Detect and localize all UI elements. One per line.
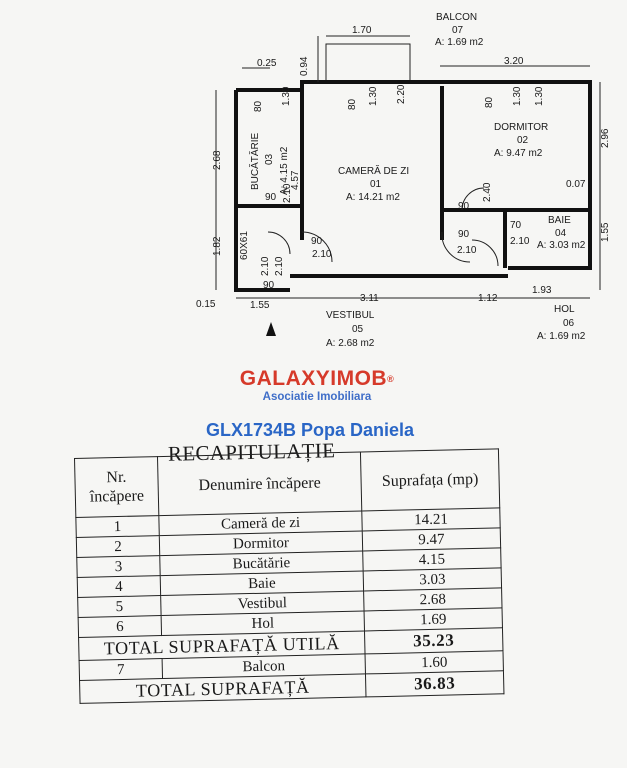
svg-text:2.68: 2.68 <box>212 150 223 170</box>
svg-text:VESTIBUL: VESTIBUL <box>326 310 375 321</box>
room-bucatarie: BUCĂTĂRIE 03 A: 4.15 m2 <box>248 132 290 195</box>
dimension-lines <box>215 35 601 299</box>
svg-text:1.93: 1.93 <box>532 285 552 296</box>
svg-text:CAMERĂ DE ZI: CAMERĂ DE ZI <box>338 164 409 177</box>
room-hol: HOL 06 A: 1.69 m2 <box>537 304 586 342</box>
table-header-row: Nr. încăpere Denumire încăpere Suprafața… <box>74 448 500 518</box>
svg-text:2.10: 2.10 <box>282 183 293 203</box>
svg-text:A: 14.21 m2: A: 14.21 m2 <box>346 192 400 203</box>
svg-text:A: 9.47 m2: A: 9.47 m2 <box>494 148 543 159</box>
svg-text:07: 07 <box>452 25 464 36</box>
svg-text:0.15: 0.15 <box>196 299 216 310</box>
svg-text:2.10: 2.10 <box>312 249 332 260</box>
svg-text:A: 3.03 m2: A: 3.03 m2 <box>537 240 586 251</box>
svg-text:0.25: 0.25 <box>257 58 277 69</box>
svg-text:4.57: 4.57 <box>290 170 301 190</box>
svg-text:DORMITOR: DORMITOR <box>494 122 548 133</box>
svg-text:3.11: 3.11 <box>360 293 379 304</box>
header-nr: Nr. încăpere <box>74 456 159 518</box>
svg-text:05: 05 <box>352 324 364 335</box>
svg-text:90: 90 <box>263 280 275 291</box>
svg-text:2.10: 2.10 <box>274 256 285 276</box>
plan-walls <box>234 43 592 292</box>
door-swings <box>267 187 499 267</box>
svg-text:90: 90 <box>311 236 323 247</box>
svg-text:1.30: 1.30 <box>281 86 292 106</box>
svg-text:A: 1.69 m2: A: 1.69 m2 <box>537 331 586 342</box>
room-camera-de-zi: CAMERĂ DE ZI 01 A: 14.21 m2 <box>338 164 409 203</box>
north-arrow-icon <box>266 322 276 336</box>
svg-text:01: 01 <box>370 179 382 190</box>
svg-text:1.70: 1.70 <box>352 25 372 36</box>
header-area: Suprafața (mp) <box>360 448 500 511</box>
svg-text:BALCON: BALCON <box>436 12 477 23</box>
svg-text:HOL: HOL <box>554 304 575 315</box>
svg-text:1.12: 1.12 <box>478 293 498 304</box>
svg-text:2.96: 2.96 <box>600 128 611 148</box>
total-util-value: 35.23 <box>364 627 503 654</box>
svg-text:A: 1.69 m2: A: 1.69 m2 <box>435 37 484 48</box>
svg-text:3.20: 3.20 <box>504 56 524 67</box>
svg-text:1.30: 1.30 <box>512 86 523 106</box>
room-baie: BAIE 04 A: 3.03 m2 <box>537 215 586 251</box>
svg-text:1.82: 1.82 <box>212 236 223 256</box>
svg-text:80: 80 <box>484 96 495 108</box>
listing-reference: GLX1734B Popa Daniela <box>205 420 415 440</box>
svg-text:02: 02 <box>517 135 529 146</box>
svg-text:A: 4.15 m2: A: 4.15 m2 <box>279 146 290 195</box>
room-dormitor: DORMITOR 02 A: 9.47 m2 <box>494 122 548 159</box>
svg-text:0.07: 0.07 <box>566 179 586 190</box>
room-balcon: BALCON 07 A: 1.69 m2 <box>435 12 484 48</box>
svg-text:80: 80 <box>253 100 264 112</box>
svg-text:2.10: 2.10 <box>457 245 477 256</box>
svg-text:06: 06 <box>563 318 575 329</box>
floor-plan: 1.70 0.94 0.25 3.20 2.68 1.82 4.57 2.96 … <box>196 12 611 349</box>
svg-text:0.94: 0.94 <box>299 56 310 76</box>
brand-logo: GALAXYIMOB® Asociatie Imobiliara <box>222 367 412 404</box>
logo-wordmark: GALAXYIMOB® <box>239 367 395 390</box>
svg-text:04: 04 <box>555 228 567 239</box>
header-name: Denumire încăpere <box>157 451 362 516</box>
svg-text:BAIE: BAIE <box>548 215 571 226</box>
svg-text:1.30: 1.30 <box>534 86 545 106</box>
svg-text:80: 80 <box>347 98 358 110</box>
svg-text:1.55: 1.55 <box>600 222 611 242</box>
room-vestibul: VESTIBUL 05 A: 2.68 m2 <box>326 310 375 349</box>
recap-table-wrapper: Nr. încăpere Denumire încăpere Suprafața… <box>74 448 505 746</box>
logo-tagline: Asociatie Imobiliara <box>262 391 372 403</box>
svg-text:A: 2.68 m2: A: 2.68 m2 <box>326 338 375 349</box>
svg-text:2.20: 2.20 <box>396 84 407 104</box>
svg-text:90: 90 <box>265 192 277 203</box>
svg-text:70: 70 <box>510 220 522 231</box>
total-value: 36.83 <box>365 670 504 697</box>
svg-text:90: 90 <box>458 201 470 212</box>
svg-text:2.40: 2.40 <box>482 182 493 202</box>
svg-text:03: 03 <box>264 153 275 165</box>
svg-text:BUCĂTĂRIE: BUCĂTĂRIE <box>248 132 261 190</box>
svg-text:60X61: 60X61 <box>239 231 250 260</box>
dimension-labels: 1.70 0.94 0.25 3.20 2.68 1.82 4.57 2.96 … <box>196 25 611 311</box>
svg-text:2.10: 2.10 <box>510 236 530 247</box>
recap-table: Nr. încăpere Denumire încăpere Suprafața… <box>74 448 504 704</box>
svg-text:2.10: 2.10 <box>260 256 271 276</box>
svg-text:1.30: 1.30 <box>368 86 379 106</box>
svg-text:1.55: 1.55 <box>250 300 270 311</box>
svg-text:90: 90 <box>458 229 470 240</box>
